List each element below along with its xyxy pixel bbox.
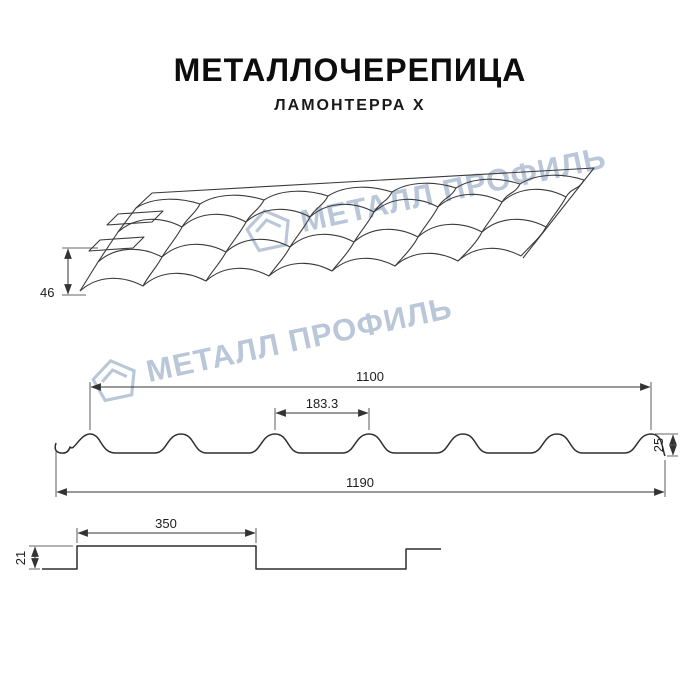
logo-roof-mark bbox=[101, 368, 128, 383]
watermark-brand: МЕТАЛЛ ПРОФИЛЬ bbox=[241, 136, 610, 256]
tile-row-edge bbox=[97, 218, 547, 263]
dim-label-1100: 1100 bbox=[356, 369, 384, 384]
dim-label-1190: 1190 bbox=[346, 475, 374, 490]
title-block: МЕТАЛЛОЧЕРЕПИЦА ЛАМОНТЕРРА X bbox=[0, 52, 700, 115]
dim-label-25: 25 bbox=[651, 438, 666, 452]
brand-logo-icon bbox=[91, 358, 136, 403]
dim-1100-group: 1100 bbox=[89, 369, 652, 430]
dim-46-group: 46 bbox=[40, 247, 98, 300]
wave-profile-line bbox=[54, 433, 666, 457]
extension-lines bbox=[655, 433, 678, 457]
wave-ribs bbox=[181, 179, 585, 228]
batten-strip bbox=[106, 210, 164, 226]
extension-lines bbox=[62, 247, 98, 296]
dim-1190-group: 1190 bbox=[55, 450, 666, 497]
extension-lines bbox=[89, 382, 652, 430]
step-profile: 350 21 bbox=[13, 516, 441, 570]
extension-lines bbox=[55, 450, 666, 497]
dim-label-350: 350 bbox=[155, 516, 177, 531]
dim-350-group: 350 bbox=[76, 516, 257, 543]
tile-row-edge bbox=[117, 188, 567, 233]
dim-label-183: 183.3 bbox=[306, 396, 339, 411]
tile-row-edge bbox=[79, 247, 522, 292]
dim-183-group: 183.3 bbox=[274, 396, 370, 430]
logo-pentagon bbox=[245, 208, 290, 253]
brand-logo-icon bbox=[245, 208, 290, 253]
tile-row-edge bbox=[135, 174, 585, 209]
cross-section: 1100 183.3 25 1190 bbox=[54, 369, 678, 497]
logo-pentagon bbox=[91, 358, 136, 403]
page-title: МЕТАЛЛОЧЕРЕПИЦА bbox=[173, 52, 527, 88]
batten-strip bbox=[88, 236, 145, 252]
dim-label-21: 21 bbox=[13, 551, 28, 565]
extension-lines bbox=[29, 545, 73, 570]
sheet-left-edge bbox=[79, 192, 153, 292]
extension-lines bbox=[274, 408, 370, 430]
logo-roof-mark bbox=[255, 218, 282, 233]
wave-ribs bbox=[142, 226, 547, 287]
sheet-outline bbox=[151, 167, 595, 259]
watermark-brand: МЕТАЛЛ ПРОФИЛЬ bbox=[87, 286, 456, 406]
page-subtitle: ЛАМОНТЕРРА X bbox=[274, 97, 426, 114]
extension-lines bbox=[76, 528, 257, 543]
wave-ribs bbox=[161, 196, 567, 258]
dim-21-group: 21 bbox=[13, 545, 73, 570]
dim-25-group: 25 bbox=[651, 433, 678, 457]
perspective-view: 46 bbox=[40, 167, 595, 300]
dim-label-46: 46 bbox=[40, 285, 54, 300]
step-profile-line bbox=[42, 545, 441, 570]
